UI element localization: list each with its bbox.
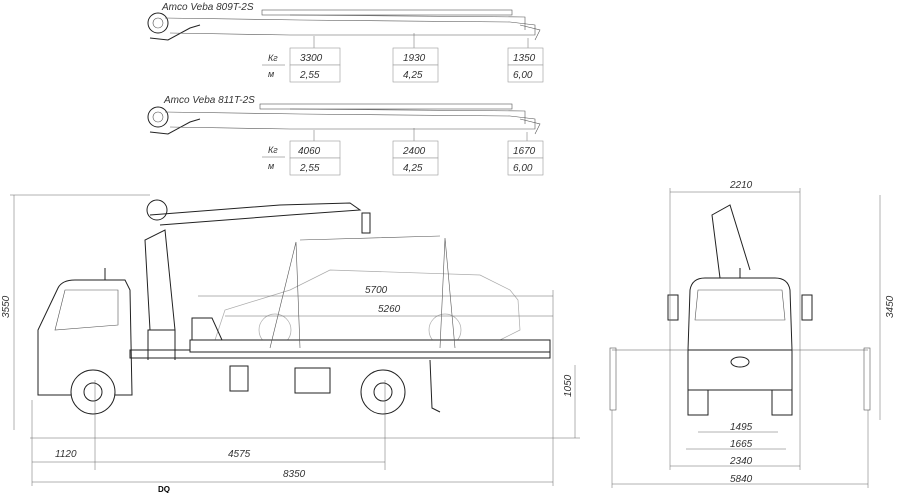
load-value: 4060 — [298, 146, 321, 157]
load-value: 1930 — [403, 53, 426, 64]
load-value: 3300 — [300, 53, 323, 64]
reach-value: 4,25 — [403, 163, 423, 174]
unit-reach: м — [268, 69, 274, 79]
load-value: 1350 — [513, 53, 536, 64]
reach-value: 2,55 — [299, 70, 320, 81]
dim-height: 3550 — [1, 295, 12, 318]
dim-platform-inner: 5260 — [378, 304, 401, 315]
dim-track-inner: 1495 — [730, 422, 753, 433]
crane-title: Amco Veba 811T-2S — [163, 95, 255, 106]
dim-wheelbase: 4575 — [228, 449, 251, 460]
load-value: 1670 — [513, 146, 536, 157]
dim-width-top: 2210 — [729, 180, 753, 191]
reach-value: 4,25 — [403, 70, 423, 81]
dim-platform-length: 5700 — [365, 285, 388, 296]
dim-outrigger-span: 5840 — [730, 474, 753, 485]
dim-front-overhang: 1120 — [55, 449, 77, 460]
dim-track: 1665 — [730, 439, 753, 450]
unit-load: Кг — [268, 53, 278, 63]
crane-811-load-table: Кг м 4060 2,55 2400 4,25 1670 6,00 — [262, 140, 544, 176]
dim-front-height: 3450 — [885, 295, 896, 318]
side-view-dimensions: 3550 5700 5260 1050 1120 4575 8350 — [1, 194, 580, 486]
dim-overall-length: 8350 — [283, 469, 306, 480]
crane-809-load-table: Кг м 3300 2,55 1930 4,25 1350 6,00 — [262, 47, 544, 83]
truck-front-view — [609, 204, 871, 416]
crane-809-diagram: Amco Veba 809T-2S — [147, 2, 541, 50]
crane-title: Amco Veba 809T-2S — [161, 2, 254, 13]
dim-width-body: 2340 — [729, 456, 753, 467]
reach-value: 6,00 — [513, 163, 533, 174]
footer-mark: DQ — [158, 485, 170, 493]
load-value: 2400 — [402, 146, 426, 157]
unit-load: Кг — [268, 145, 278, 155]
reach-value: 6,00 — [513, 70, 533, 81]
dim-platform-height: 1050 — [563, 374, 574, 397]
crane-811-diagram: Amco Veba 811T-2S — [147, 95, 541, 143]
reach-value: 2,55 — [299, 163, 320, 174]
unit-reach: м — [268, 161, 274, 171]
front-view-dimensions: 2210 3450 1495 1665 2340 5840 — [611, 180, 896, 488]
truck-side-view — [37, 199, 551, 415]
